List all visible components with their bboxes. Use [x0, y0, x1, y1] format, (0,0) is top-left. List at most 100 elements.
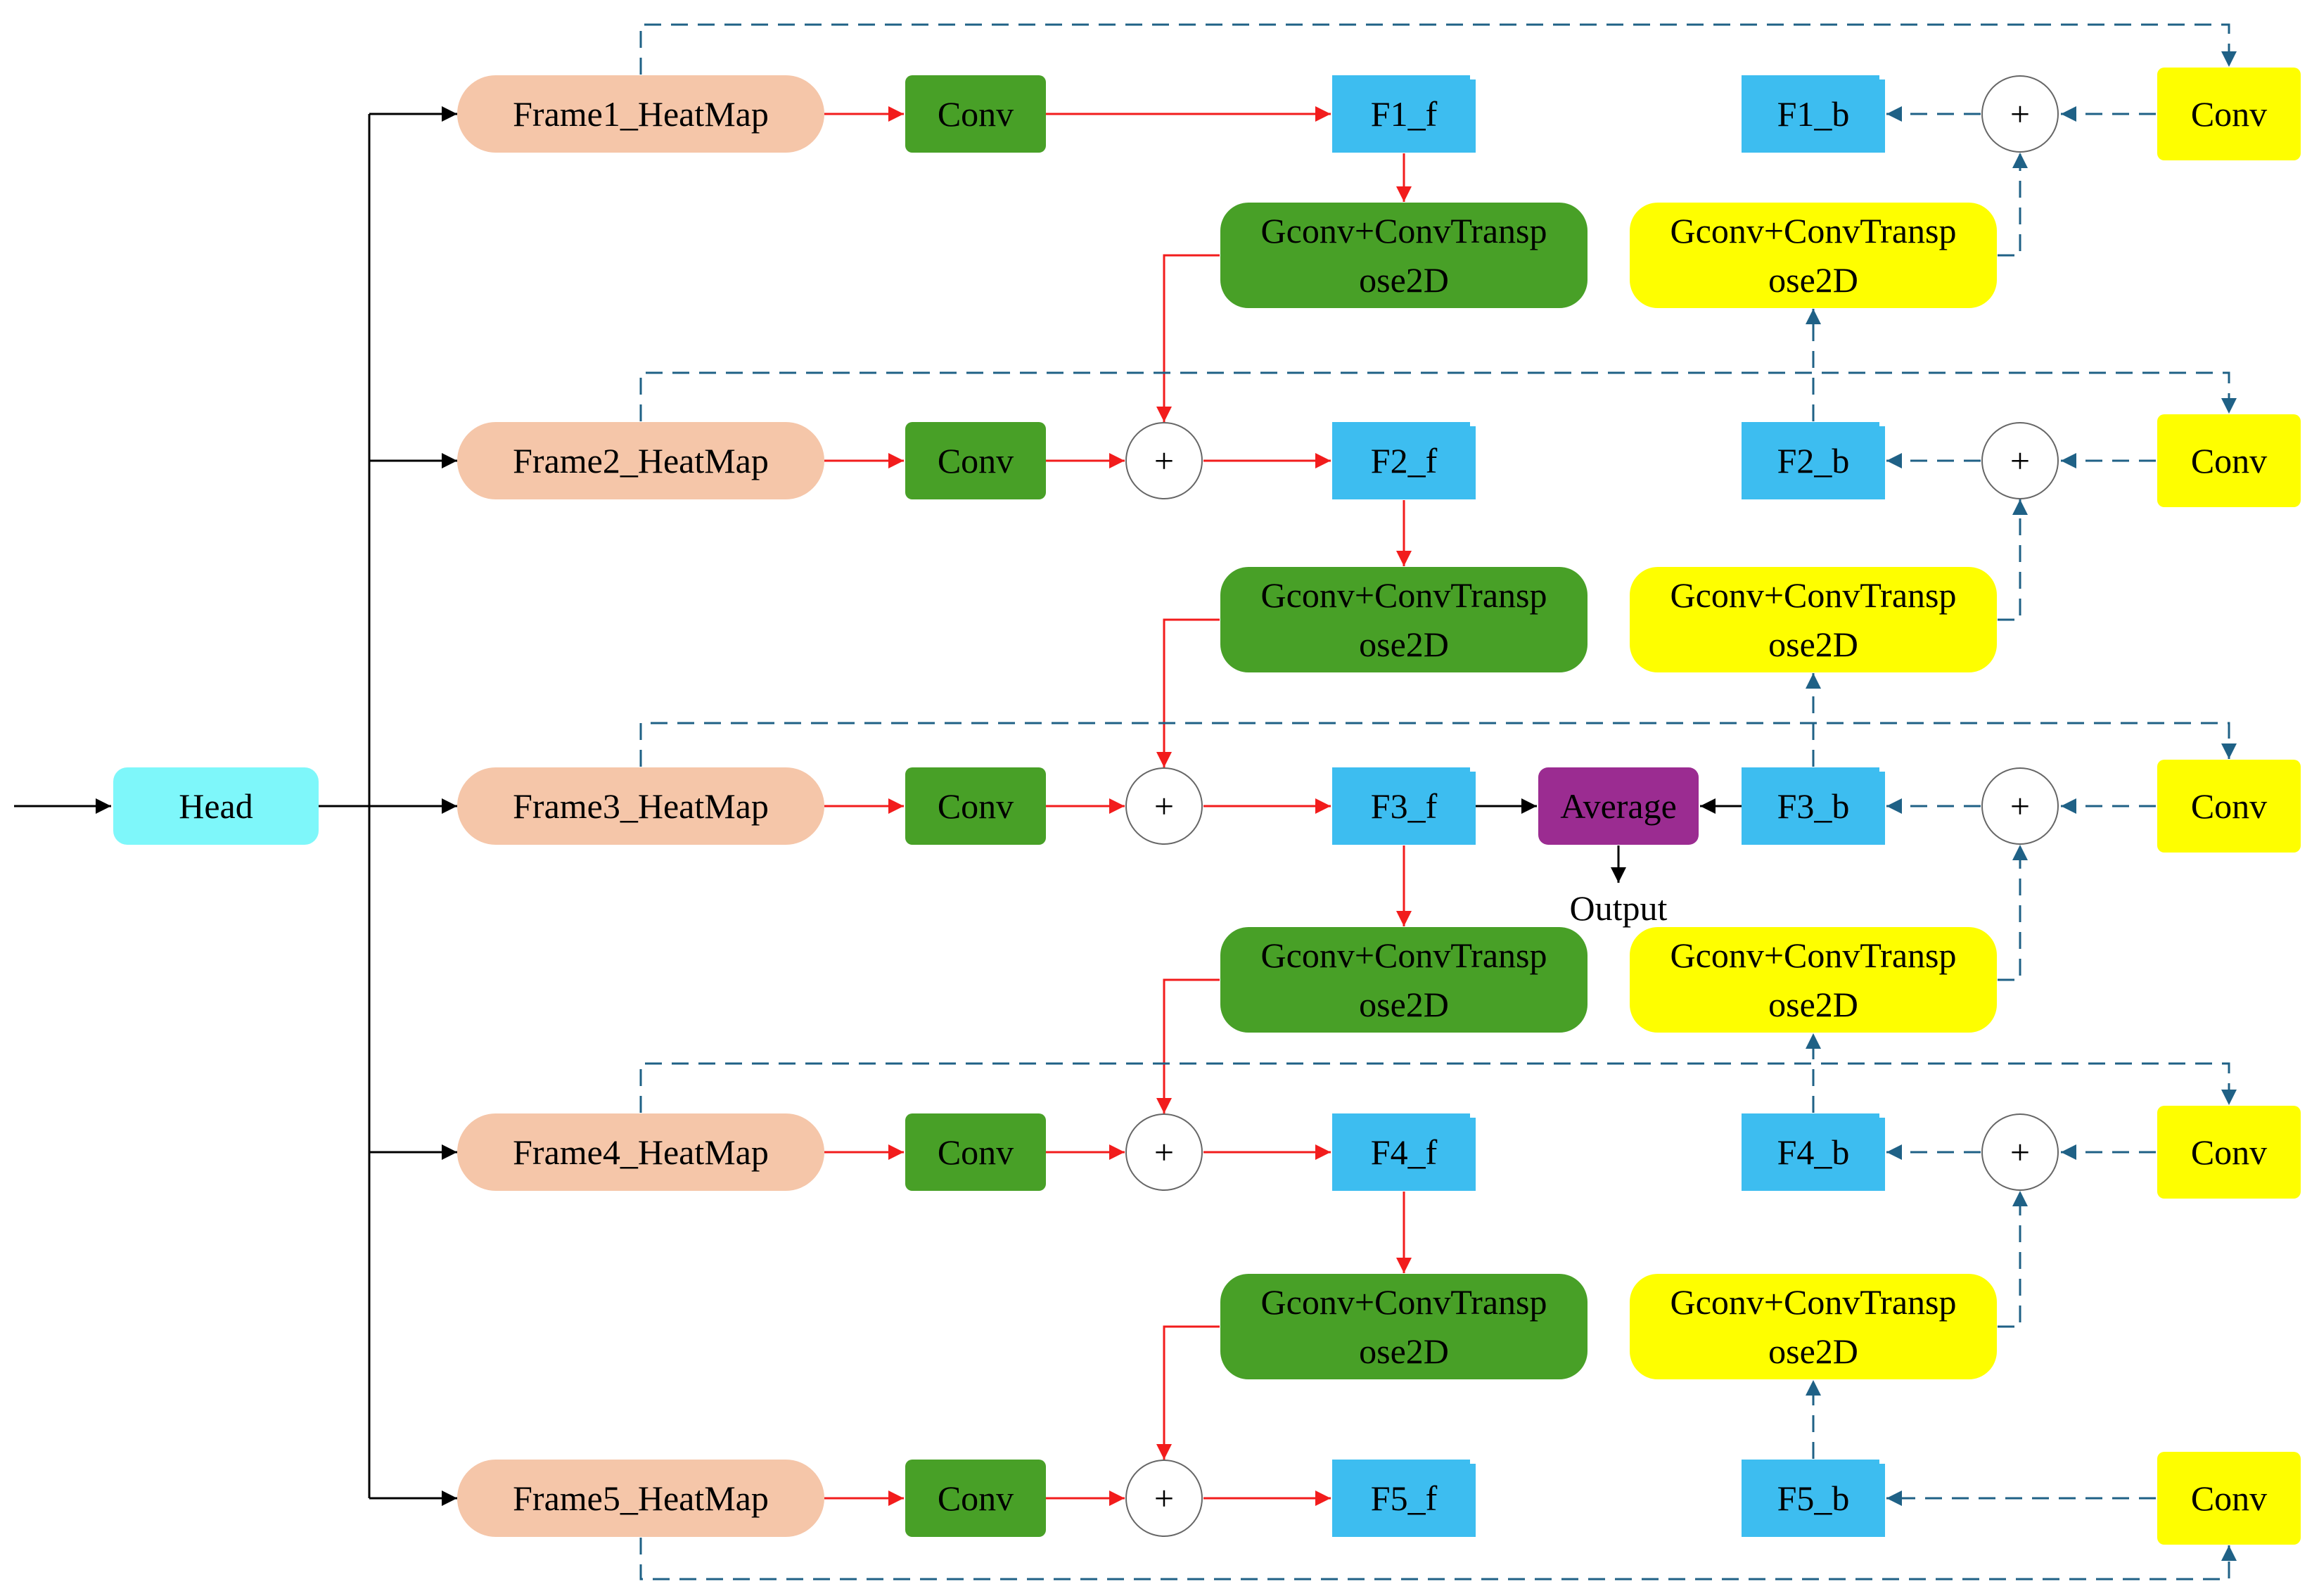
feature-b5-node-label: F5_b — [1777, 1479, 1850, 1518]
head-node-shape — [113, 767, 319, 845]
output-label: Output — [1570, 888, 1668, 928]
forward-plus2-symbol: + — [1154, 441, 1174, 480]
feature-f3-node-label: F3_f — [1371, 786, 1438, 826]
feature-f5-node[interactable]: F5_f — [1332, 1460, 1476, 1537]
forward-plus3: + — [1125, 767, 1203, 845]
backward-conv2-node[interactable]: Conv — [2157, 414, 2301, 507]
forward-gconv2-node-label-line1: Gconv+ConvTransp — [1261, 575, 1547, 615]
forward-plus5: + — [1125, 1460, 1203, 1537]
feature-b4-node[interactable]: F4_b — [1742, 1113, 1885, 1191]
backward-gconv4-node-shape — [1630, 1274, 1997, 1379]
backward-plus4-circle — [1981, 1113, 2059, 1191]
backward-conv5-node-label: Conv — [2191, 1479, 2267, 1518]
forward-plus5-symbol: + — [1154, 1479, 1174, 1518]
average-node-shape — [1538, 767, 1699, 845]
forward-conv2-node-label: Conv — [938, 441, 1014, 480]
backward-conv2-node-shape — [2157, 414, 2301, 507]
backward-conv1-node[interactable]: Conv — [2157, 68, 2301, 160]
backward-conv4-node[interactable]: Conv — [2157, 1106, 2301, 1199]
feature-b2-node[interactable]: F2_b — [1742, 422, 1885, 499]
forward-conv1-node-label: Conv — [938, 94, 1014, 134]
backward-plus1-circle — [1981, 75, 2059, 153]
backward-conv4-node-shape — [2157, 1106, 2301, 1199]
frame4-heatmap-node-shape — [457, 1113, 824, 1191]
feature-b5-node-shape — [1742, 1460, 1885, 1537]
feature-b1-node-shape — [1742, 75, 1885, 153]
forward-conv2-node-shape — [905, 422, 1046, 499]
backward-conv5-node-shape — [2157, 1452, 2301, 1545]
backward-plus4: + — [1981, 1113, 2059, 1191]
head-node: Head — [113, 767, 319, 845]
backward-gconv1-node-shape — [1630, 203, 1997, 308]
gconv3-to-plus4-arrow — [1156, 978, 1220, 1113]
feature-b2-node-shape — [1742, 422, 1885, 499]
gconv4-to-plus5-arrow — [1156, 1325, 1220, 1460]
forward-plus4-symbol: + — [1154, 1132, 1174, 1172]
frame2-heatmap-node-label: Frame2_HeatMap — [513, 441, 769, 480]
forward-conv2-node[interactable]: Conv — [905, 422, 1046, 499]
head-node-label: Head — [179, 786, 253, 826]
frame1-heatmap-node-shape — [457, 75, 824, 153]
bgconv1-to-bplus1-arrow — [1998, 153, 2028, 257]
skip-frame3-to-bconv-arrow — [639, 722, 2237, 767]
average-node[interactable]: Average — [1538, 767, 1699, 845]
backward-conv4-node-label: Conv — [2191, 1132, 2267, 1172]
skip-frame4-to-bconv-arrow — [639, 1062, 2237, 1113]
feature-f4-node-label: F4_f — [1371, 1132, 1438, 1172]
frame1-heatmap-node[interactable]: Frame1_HeatMap — [457, 75, 824, 153]
forward-gconv3-node-label-line2: ose2D — [1359, 985, 1449, 1024]
backward-conv3-node[interactable]: Conv — [2157, 760, 2301, 853]
backward-conv3-node-shape — [2157, 760, 2301, 853]
feature-f3-node[interactable]: F3_f — [1332, 767, 1476, 845]
forward-plus5-circle — [1125, 1460, 1203, 1537]
feature-b1-node[interactable]: F1_b — [1742, 75, 1885, 153]
frame4-heatmap-node[interactable]: Frame4_HeatMap — [457, 1113, 824, 1191]
frame5-heatmap-node-label: Frame5_HeatMap — [513, 1479, 769, 1518]
forward-gconv4-node-shape — [1220, 1274, 1587, 1379]
frame3-heatmap-node-label: Frame3_HeatMap — [513, 786, 769, 826]
forward-plus2: + — [1125, 422, 1203, 499]
backward-plus4-symbol: + — [2010, 1132, 2030, 1172]
forward-conv3-node-shape — [905, 767, 1046, 845]
backward-conv5-node[interactable]: Conv — [2157, 1452, 2301, 1545]
feature-f1-node[interactable]: F1_f — [1332, 75, 1476, 153]
forward-gconv3-node-label-line1: Gconv+ConvTransp — [1261, 936, 1547, 975]
feature-f2-node-label: F2_f — [1371, 441, 1438, 480]
forward-conv5-node-shape — [905, 1460, 1046, 1537]
forward-conv5-node[interactable]: Conv — [905, 1460, 1046, 1537]
feature-f4-node[interactable]: F4_f — [1332, 1113, 1476, 1191]
gconv1-to-plus2-arrow — [1156, 254, 1220, 422]
bgconv3-to-bplus3-arrow — [1998, 845, 2028, 981]
forward-gconv1-node-shape — [1220, 203, 1587, 308]
forward-conv1-node[interactable]: Conv — [905, 75, 1046, 153]
forward-conv4-node[interactable]: Conv — [905, 1113, 1046, 1191]
frame3-heatmap-node[interactable]: Frame3_HeatMap — [457, 767, 824, 845]
forward-conv3-node[interactable]: Conv — [905, 767, 1046, 845]
backward-gconv1-node-label-line2: ose2D — [1768, 260, 1858, 300]
frame2-heatmap-node[interactable]: Frame2_HeatMap — [457, 422, 824, 499]
frame1-heatmap-node-label: Frame1_HeatMap — [513, 94, 769, 134]
feature-f2-node[interactable]: F2_f — [1332, 422, 1476, 499]
frame5-heatmap-node[interactable]: Frame5_HeatMap — [457, 1460, 824, 1537]
forward-plus2-circle — [1125, 422, 1203, 499]
bgconv2-to-bplus2-arrow — [1998, 499, 2028, 621]
forward-gconv3-node-shape — [1220, 927, 1587, 1033]
feature-b3-node[interactable]: F3_b — [1742, 767, 1885, 845]
forward-gconv3-node[interactable]: Gconv+ConvTransp ose2D — [1220, 927, 1587, 1033]
feature-b3-node-label: F3_b — [1777, 786, 1850, 826]
forward-plus3-circle — [1125, 767, 1203, 845]
forward-conv5-node-label: Conv — [938, 1479, 1014, 1518]
feature-b5-node[interactable]: F5_b — [1742, 1460, 1885, 1537]
backward-conv1-node-label: Conv — [2191, 94, 2267, 134]
forward-conv1-node-shape — [905, 75, 1046, 153]
forward-plus4-circle — [1125, 1113, 1203, 1191]
